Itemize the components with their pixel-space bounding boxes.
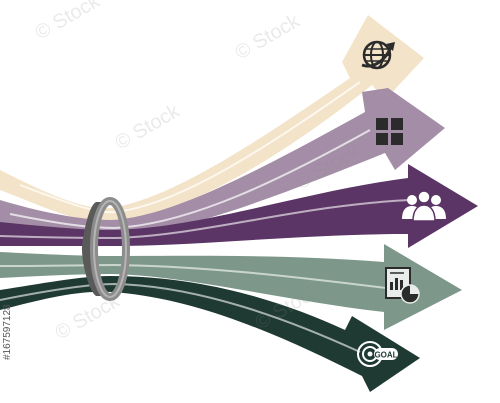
ring-highlight <box>93 200 127 298</box>
watermark-text-3: © Stock <box>112 100 185 155</box>
goal-label: GOAL <box>374 351 397 360</box>
ribbon-report-strand <box>0 263 387 289</box>
grid-icon <box>376 118 403 145</box>
arrow-goal <box>0 276 420 392</box>
report-chart-icon <box>385 267 420 304</box>
globe-arrow-icon <box>361 40 395 70</box>
binding-ring <box>82 197 130 301</box>
ribbon-goal <box>0 276 420 392</box>
people-icon <box>402 190 446 222</box>
watermark-side-id: #167597128 <box>2 304 13 360</box>
watermark-text-2: © Stock <box>232 10 305 65</box>
watermark-text-1: © Stock <box>32 0 105 44</box>
ribbon-team <box>0 164 478 248</box>
watermark-text-5: © Stock <box>52 290 125 345</box>
arrow-team <box>0 164 478 248</box>
ribbon-global-strand <box>19 81 361 214</box>
ribbon-grid-strand <box>9 129 371 230</box>
ribbon-global <box>0 15 424 223</box>
arrow-report <box>0 244 462 330</box>
goal-target-icon: GOAL <box>357 341 398 367</box>
arrow-global <box>0 15 424 223</box>
ribbon-goal-strand <box>0 282 361 353</box>
arrow-grid <box>0 88 445 236</box>
ribbon-team-strand <box>0 199 411 240</box>
